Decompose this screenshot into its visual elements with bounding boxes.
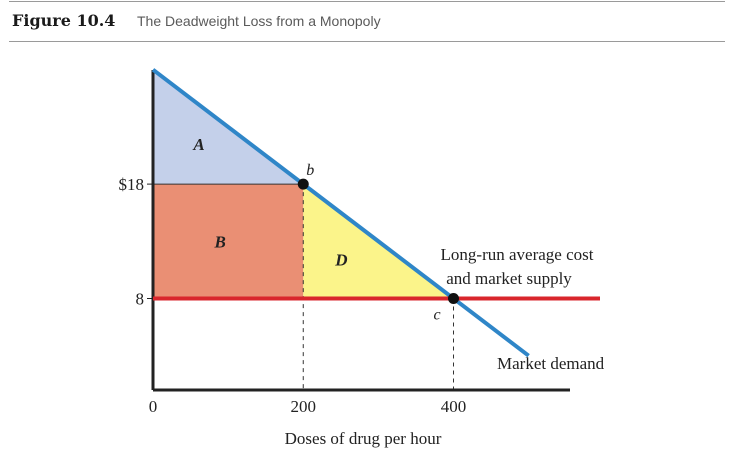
x-tick-label: 0 <box>149 397 158 416</box>
point-b <box>297 178 309 190</box>
x-tick-label: 200 <box>291 397 317 416</box>
y-tick-label: $18 <box>119 175 145 194</box>
x-tick-label: 400 <box>441 397 467 416</box>
supply-curve-label-line1: Long-run average cost <box>441 245 594 264</box>
region-label-b: B <box>213 232 225 251</box>
marked-points: bc <box>297 162 460 323</box>
guide-lines <box>153 183 455 390</box>
region-label-a: A <box>192 135 204 154</box>
point-label-b: b <box>306 162 314 179</box>
curves <box>151 68 600 358</box>
axes <box>151 70 570 392</box>
chart-labels: Doses of drug per hour Long-run average … <box>192 135 604 448</box>
figure-title: The Deadweight Loss from a Monopoly <box>137 13 381 29</box>
header-top-rule <box>9 1 725 2</box>
region-label-d: D <box>334 250 347 269</box>
market-demand-curve <box>151 68 530 358</box>
tick-labels: $18 8 0 200 400 <box>119 175 467 416</box>
point-c <box>448 292 460 304</box>
header-bottom-rule <box>9 41 725 42</box>
demand-curve-label: Market demand <box>497 354 605 373</box>
point-label-c: c <box>434 306 441 323</box>
supply-curve-label-line2: and market supply <box>446 269 572 288</box>
y-tick-label: 8 <box>136 289 145 308</box>
x-axis-title: Doses of drug per hour <box>285 429 442 448</box>
figure-number: Figure 10.4 <box>12 11 116 30</box>
region-b <box>153 184 304 299</box>
figure-header: Figure 10.4 The Deadweight Loss from a M… <box>0 0 732 44</box>
